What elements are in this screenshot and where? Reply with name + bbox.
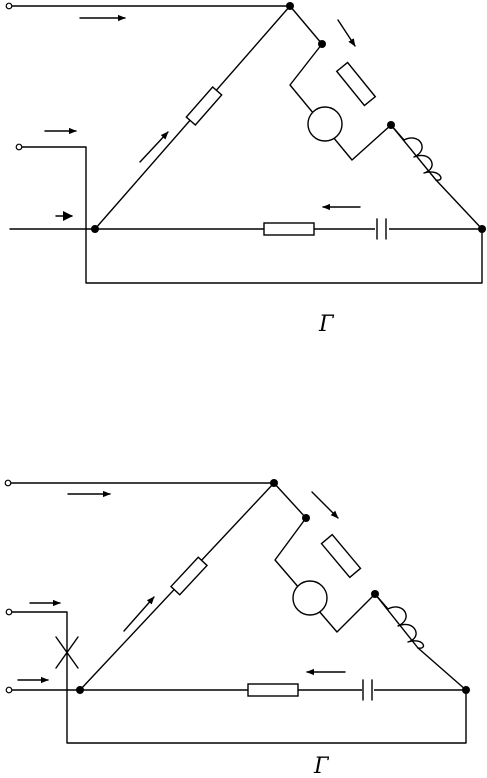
junction-dot (302, 514, 310, 522)
resistor-left (185, 86, 223, 126)
resistor-bottom (247, 683, 299, 697)
resistor-left (169, 556, 209, 596)
inductor-coil (390, 124, 442, 181)
circuit-diagram-top: Г (5, 2, 486, 337)
resistor-bottom (263, 222, 315, 236)
capacitor (362, 679, 374, 702)
resistor-branch (320, 533, 362, 579)
diagram-label: Г (313, 754, 330, 778)
wires (9, 482, 467, 744)
current-arrows (17, 490, 346, 684)
junction-dot (91, 225, 99, 233)
capacitor (375, 218, 389, 240)
junction-dot (76, 686, 84, 694)
motor-symbol (292, 580, 328, 616)
junction-dot (462, 686, 470, 694)
terminal (4, 479, 12, 487)
inductor-coil (374, 593, 425, 649)
wires (9, 5, 483, 284)
circuit-diagram-bottom: Г (4, 479, 470, 778)
resistor-branch (335, 61, 377, 107)
terminal (5, 608, 13, 616)
motor-symbol (307, 106, 343, 142)
terminal (5, 686, 13, 694)
junction-dot (286, 2, 294, 10)
junction-dot (318, 40, 326, 48)
junction-dot (371, 590, 379, 598)
junction-dot (387, 121, 395, 129)
junction-dot (478, 225, 486, 233)
current-arrows (44, 14, 361, 221)
terminal (5, 2, 13, 10)
terminal (15, 143, 23, 151)
diagram-label: Г (318, 312, 335, 337)
junction-dot (270, 479, 278, 487)
